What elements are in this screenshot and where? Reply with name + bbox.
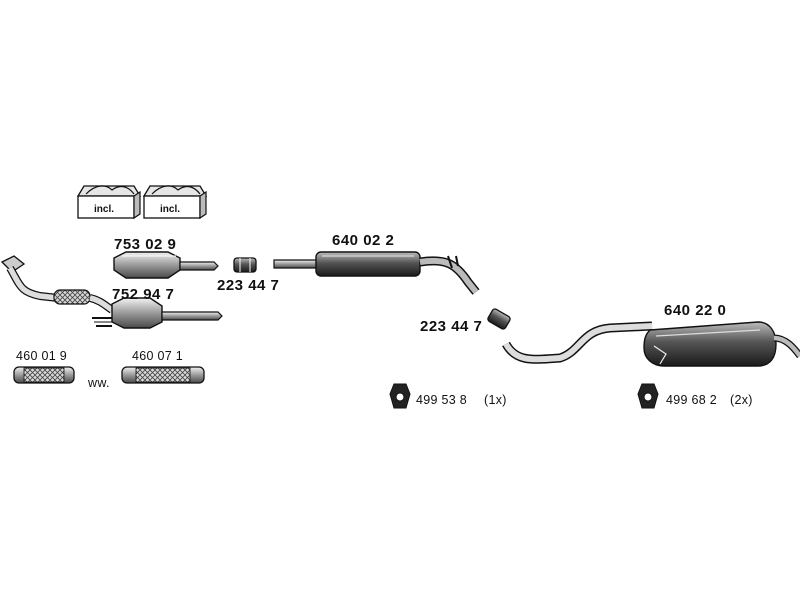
kit-box-1 xyxy=(76,185,142,220)
part-label-clamp-1: 223 44 7 xyxy=(217,277,280,294)
rubber-mount-2 xyxy=(637,383,659,409)
catalytic-converter-2 xyxy=(92,297,223,329)
alternative-note: ww. xyxy=(88,376,110,390)
kit-included-label-2: incl. xyxy=(160,204,181,215)
clamp-2 xyxy=(487,308,511,330)
part-label-flex-pipe-1: 460 01 9 xyxy=(16,349,68,363)
part-label-clamp-2: 223 44 7 xyxy=(420,318,483,335)
middle-silencer xyxy=(273,251,480,295)
part-label-rear-silencer: 640 22 0 xyxy=(664,302,727,319)
clamp-1 xyxy=(233,257,257,273)
rubber-mount-1 xyxy=(389,383,411,409)
front-pipe xyxy=(0,255,115,314)
kit-box-2 xyxy=(142,185,208,220)
flex-pipe-1 xyxy=(13,366,75,384)
rear-silencer xyxy=(502,321,800,367)
quantity-rubber-mount-2: (2x) xyxy=(730,393,753,407)
part-label-catalytic-converter-2: 752 94 7 xyxy=(112,286,175,303)
part-label-catalytic-converter-1: 753 02 9 xyxy=(114,236,177,253)
part-label-flex-pipe-2: 460 07 1 xyxy=(132,349,184,363)
part-label-rubber-mount-2: 499 68 2 xyxy=(666,393,718,407)
part-label-middle-silencer: 640 02 2 xyxy=(332,232,395,249)
catalytic-converter-1 xyxy=(113,251,219,279)
kit-included-label-1: incl. xyxy=(94,204,115,215)
flex-pipe-2 xyxy=(121,366,205,384)
quantity-rubber-mount-1: (1x) xyxy=(484,393,507,407)
part-label-rubber-mount-1: 499 53 8 xyxy=(416,393,468,407)
